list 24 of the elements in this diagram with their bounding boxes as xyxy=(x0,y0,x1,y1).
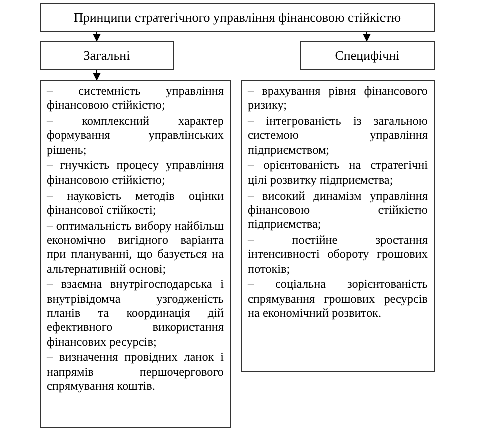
arrow xyxy=(93,32,101,42)
list-box xyxy=(241,80,435,372)
box-label: Специфічні xyxy=(335,48,400,64)
list-item: – оптимальність вибору найбільш економічно вигідного варіанта при плануванні, що базується на альтернативній основі; xyxy=(47,218,224,276)
list-item: – соціальна зорієнтованість спрямування грошових ресурсів на економічний розвиток. xyxy=(248,277,428,320)
list-item: – врахування рівня фінансового ризику; xyxy=(248,84,428,113)
list-item: – гнучкість процесу управління фінансовою стійкістю; xyxy=(47,158,224,188)
list-item: – постійне зростання інтенсивності обороту грошових потоків; xyxy=(248,232,428,276)
arrow xyxy=(93,70,101,81)
list-item: – визначення провідних ланок і напрямів першочергового спрямування коштів. xyxy=(47,350,224,394)
list-item: – системність управління фінансовою стійкістю; xyxy=(47,84,224,113)
list-item: – взаємна внутрігосподарська і внутрівідомча узгодженість планів та координація дій ефективного використання фінансових ресурсів; xyxy=(47,277,224,349)
box-label: Принципи стратегічного управління фінансовою стійкістю xyxy=(74,10,402,26)
arrow xyxy=(363,32,371,42)
list-item: – комплексний характер формування управлінських рішень; xyxy=(47,114,224,157)
list-item: – високий динамізм управління фінансовою стійкістю підприємства; xyxy=(248,188,428,232)
list-box xyxy=(40,80,231,428)
list-item: – інтегрованість із загальною системою управління підприємством; xyxy=(248,114,428,157)
heading-box xyxy=(40,3,435,32)
list-item: – орієнтованість на стратегічні цілі розвитку підприємства; xyxy=(248,158,428,188)
category-box xyxy=(40,41,174,70)
list-item: – науковість методів оцінки фінансової стійкості; xyxy=(47,188,224,218)
box-label: Загальні xyxy=(84,48,130,64)
category-box xyxy=(300,41,435,70)
